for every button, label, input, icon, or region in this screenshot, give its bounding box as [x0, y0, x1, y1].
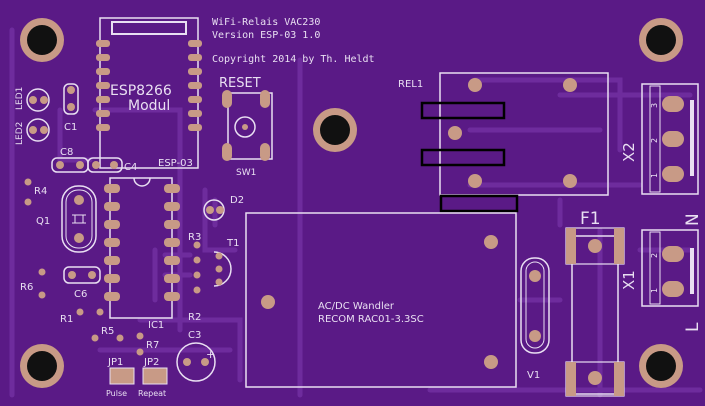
jumper-jp1[interactable]: JP1 Pulse: [106, 357, 135, 398]
diode-d2: D2: [203, 195, 244, 221]
x2-pin3: 3: [650, 103, 659, 108]
relay-rel1: REL1: [398, 72, 609, 213]
c6-label: C6: [74, 289, 87, 300]
resistor-r5: R5: [91, 326, 124, 342]
capacitor-c3: + C3: [176, 330, 216, 382]
esp-label-line1: ESP8266: [110, 83, 172, 99]
x1-label: X1: [620, 270, 638, 290]
resistor-r1: R1: [60, 308, 104, 325]
resistor-r7: R7: [136, 332, 159, 356]
capacitor-c4: C4: [87, 157, 137, 173]
repeat-label: Repeat: [138, 389, 166, 398]
rel1-label: REL1: [398, 79, 423, 90]
reset-label: RESET: [219, 76, 261, 91]
varistor-v1: V1: [520, 257, 550, 381]
capacitor-c6: C6: [63, 266, 101, 300]
terminal-x2[interactable]: 3 2 1 X2: [620, 83, 699, 195]
title-line3: Copyright 2014 by Th. Heldt: [212, 54, 375, 65]
mounting-hole-bottom-left: [20, 344, 64, 388]
copper-traces: [9, 27, 703, 398]
acdc-label-line1: AC/DC Wandler: [318, 301, 395, 312]
v1-label: V1: [527, 370, 540, 381]
esp-model-label: ESP-03: [158, 158, 193, 169]
sw1-label: SW1: [236, 168, 256, 178]
n-label: N: [683, 213, 703, 226]
r7-label: R7: [146, 340, 159, 351]
c8-label: C8: [60, 147, 73, 158]
reset-button-sw1[interactable]: RESET SW1: [219, 76, 273, 178]
fuse-f1: F1: [565, 209, 625, 397]
acdc-converter: AC/DC Wandler RECOM RAC01-3.3SC: [245, 212, 517, 388]
terminal-x1[interactable]: 2 1 X1 N L: [620, 213, 703, 332]
r4-label: R4: [34, 186, 47, 197]
esp-label-line2: Modul: [128, 98, 170, 114]
title-line2: Version ESP-03 1.0: [212, 30, 320, 41]
d2-label: D2: [230, 195, 244, 206]
f1-label: F1: [580, 209, 601, 229]
pulse-label: Pulse: [106, 389, 127, 398]
r2-label: R2: [188, 312, 201, 323]
leds: LED1 LED2: [15, 87, 50, 145]
acdc-label-line2: RECOM RAC01-3.3SC: [318, 314, 424, 325]
resistor-r4: R4: [24, 178, 47, 206]
c3-plus: +: [206, 348, 215, 361]
resistor-r6: R6: [20, 268, 46, 299]
r6-label: R6: [20, 282, 33, 293]
title-block: WiFi-Relais VAC230 Version ESP-03 1.0 Co…: [212, 17, 375, 65]
esp8266-module: ESP8266 Modul ESP-03: [96, 17, 202, 169]
mounting-hole-bottom-right: [639, 344, 683, 388]
t1-label: T1: [226, 238, 239, 249]
l-label: L: [683, 322, 703, 332]
led1-label: LED1: [15, 87, 25, 110]
mounting-holes: [20, 18, 683, 388]
r5-label: R5: [101, 326, 114, 337]
x2-pin2: 2: [650, 138, 659, 143]
ic1-chip: IC1: [104, 177, 180, 331]
crystal-q1: Q1: [36, 185, 97, 253]
resistor-r3: R3: [188, 232, 201, 294]
x2-pin1: 1: [650, 173, 659, 178]
x1-pin2: 2: [650, 253, 659, 258]
jumper-jp2[interactable]: JP2 Repeat: [138, 357, 168, 398]
title-line1: WiFi-Relais VAC230: [212, 17, 320, 28]
jp2-label: JP2: [143, 357, 159, 368]
r1-label: R1: [60, 314, 73, 325]
capacitor-c1: C1: [63, 83, 79, 133]
q1-label: Q1: [36, 216, 50, 227]
r3-label: R3: [188, 232, 201, 243]
resistor-r2: R2: [188, 312, 201, 323]
led2-label: LED2: [15, 122, 25, 145]
jp1-label: JP1: [107, 357, 123, 368]
mounting-hole-center: [313, 108, 357, 152]
mounting-hole-top-right: [639, 18, 683, 62]
x1-pin1: 1: [650, 288, 659, 293]
c1-label: C1: [64, 122, 77, 133]
ic1-label: IC1: [148, 320, 164, 331]
c4-label: C4: [124, 162, 137, 173]
mounting-hole-top-left: [20, 18, 64, 62]
c3-label: C3: [188, 330, 201, 341]
x2-label: X2: [620, 142, 638, 162]
transistor-t1: T1: [213, 238, 239, 287]
